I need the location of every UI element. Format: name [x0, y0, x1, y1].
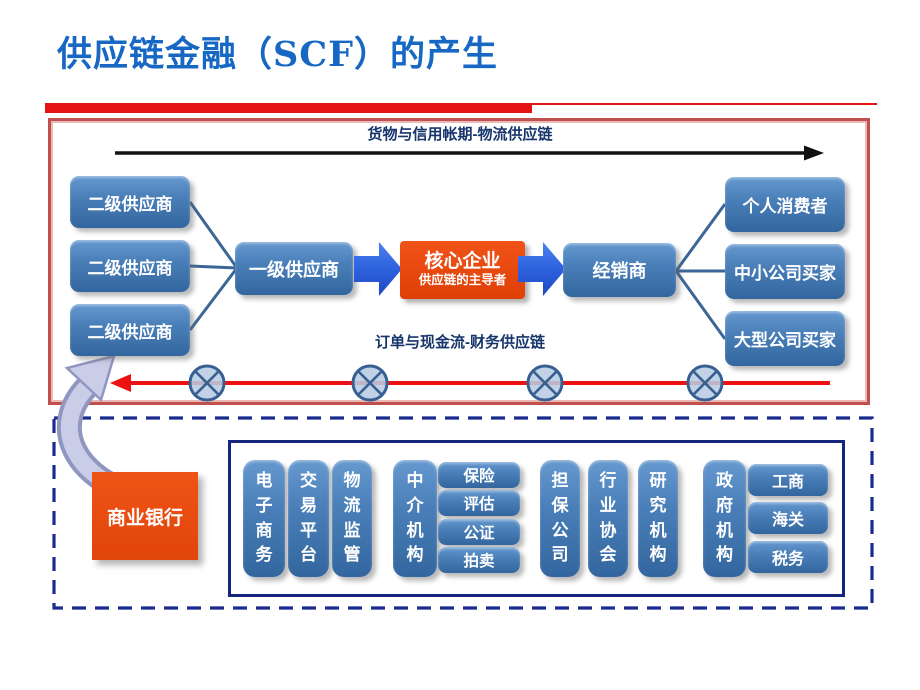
commercial-bank-label: 商业银行 [106, 507, 183, 529]
service-label: 保险 [463, 468, 495, 485]
tier2-supplier-box: 二级供应商 [70, 240, 190, 292]
gov-dept-box-customs: 海关 [748, 502, 828, 534]
gov-dept-box-tax: 税务 [748, 541, 828, 573]
core-enterprise-subtitle: 供应链的主导者 [418, 272, 507, 287]
service-box-insurance: 保险 [438, 462, 520, 488]
goods-flow-arrow [115, 145, 824, 161]
buyer-box-large-company: 大型公司买家 [725, 311, 845, 366]
institution-box-association: 行业协会 [588, 460, 628, 577]
tier1-supplier-box: 一级供应商 [235, 242, 353, 295]
distributor-label: 经销商 [592, 261, 647, 281]
platform-box-logistics: 物流监管 [332, 460, 372, 577]
platform-box-ecommerce: 电子商务 [243, 460, 285, 577]
tier2-supplier-box: 二级供应商 [70, 176, 190, 228]
service-label: 评估 [463, 496, 495, 513]
supplier-connector-lines [188, 201, 239, 331]
core-enterprise-title: 核心企业 [424, 251, 501, 273]
institution-box-research: 研究机构 [638, 460, 678, 577]
institution-label: 研究机构 [649, 471, 667, 565]
government-box: 政府机构 [703, 460, 746, 577]
tier2-supplier-label: 二级供应商 [87, 194, 173, 214]
service-label: 公证 [463, 525, 495, 542]
intermediary-label: 中介机构 [406, 471, 424, 565]
service-box-appraisal: 评估 [438, 490, 520, 516]
service-box-auction: 拍卖 [438, 547, 520, 573]
service-label: 拍卖 [463, 553, 495, 570]
core-enterprise-box: 核心企业 供应链的主导者 [400, 241, 525, 299]
platform-label: 物流监管 [343, 471, 361, 565]
platform-box-trading: 交易平台 [288, 460, 329, 577]
tier2-supplier-box: 二级供应商 [70, 304, 190, 356]
title-underline-accent [45, 104, 532, 113]
service-box-notary: 公证 [438, 519, 520, 545]
cash-flow-label: 订单与现金流-财务供应链 [375, 334, 545, 351]
crossed-circle-icon [526, 364, 564, 402]
logistics-flow-label: 货物与信用帐期-物流供应链 [367, 126, 553, 143]
commercial-bank-box: 商业银行 [92, 472, 198, 560]
crossed-circle-icon [188, 364, 226, 402]
finance-panel-border [52, 416, 874, 610]
logistics-chain-panel [48, 118, 870, 405]
institutions-panel [228, 440, 845, 597]
tier2-supplier-label: 二级供应商 [87, 258, 173, 278]
page-title: 供应链金融（SCF）的产生 [57, 34, 498, 75]
crossed-circle-icon [351, 364, 389, 402]
tier1-supplier-label: 一级供应商 [249, 259, 339, 280]
gov-dept-label: 税务 [771, 551, 804, 568]
institution-label: 行业协会 [599, 471, 617, 565]
buyer-connector-lines [674, 203, 727, 340]
institution-label: 担保公司 [551, 471, 569, 565]
institution-box-guarantee: 担保公司 [540, 460, 580, 577]
intermediary-box: 中介机构 [393, 460, 437, 577]
buyer-label: 大型公司买家 [734, 331, 836, 350]
tier2-supplier-label: 二级供应商 [87, 322, 173, 342]
crossed-circle-icon [686, 364, 724, 402]
gov-dept-label: 海关 [771, 512, 804, 529]
gov-dept-box-industry-commerce: 工商 [748, 464, 828, 496]
distributor-box: 经销商 [563, 243, 676, 297]
gov-dept-label: 工商 [771, 474, 804, 491]
buyer-box-sme: 中小公司买家 [725, 244, 845, 299]
platform-label: 交易平台 [299, 471, 317, 565]
platform-label: 电子商务 [255, 471, 273, 565]
buyer-label: 个人消费者 [742, 197, 828, 216]
buyer-label: 中小公司买家 [734, 264, 836, 283]
government-label: 政府机构 [715, 471, 733, 565]
buyer-box-consumer: 个人消费者 [725, 177, 845, 232]
